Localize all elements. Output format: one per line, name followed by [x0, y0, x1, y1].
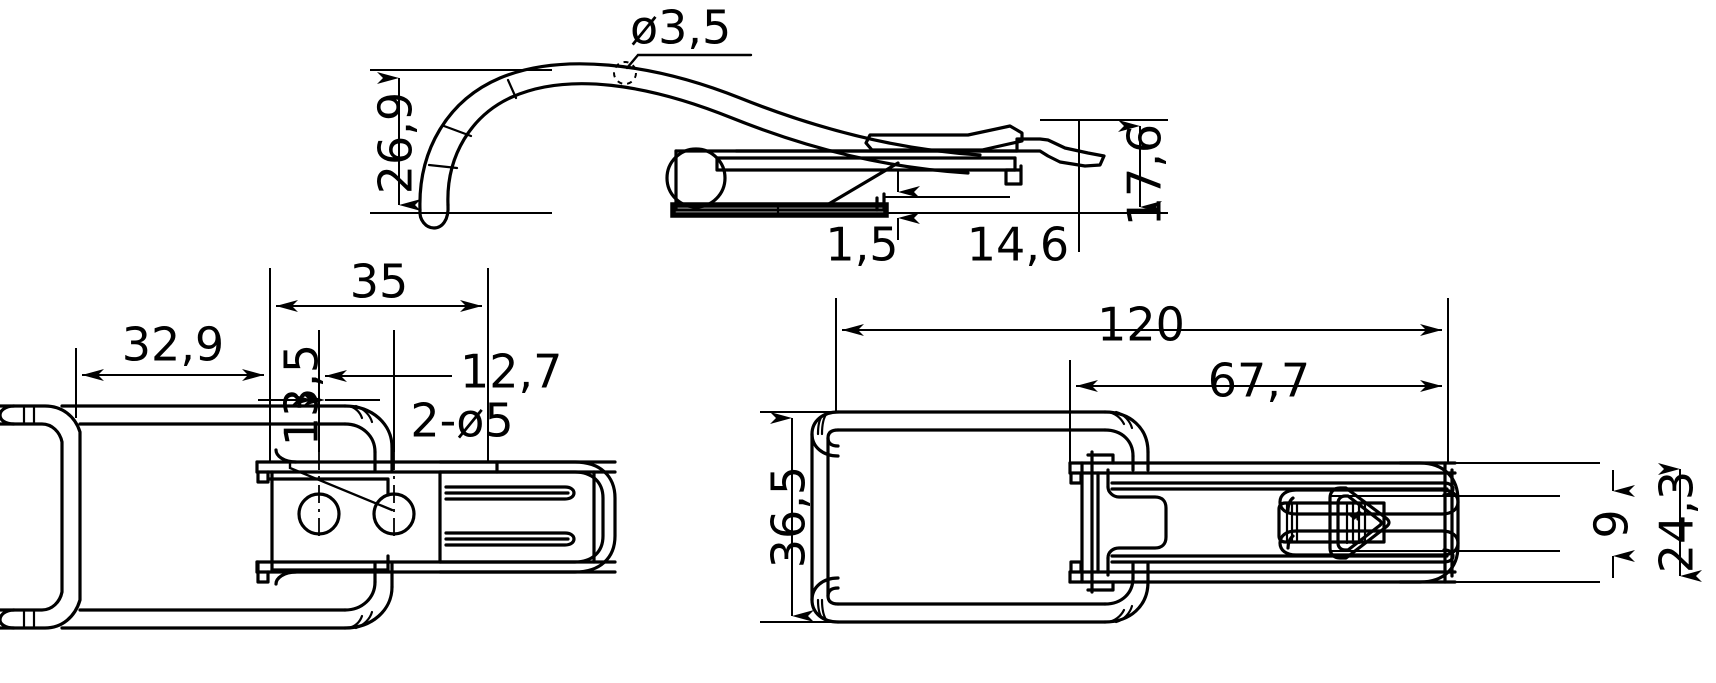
dim-17-6: 17,6 — [1040, 119, 1172, 226]
dim-label-32-9: 32,9 — [122, 318, 224, 372]
dim-26-9: 26,9 — [369, 69, 552, 214]
dim-label-67-7: 67,7 — [1208, 354, 1310, 408]
dim-label-24-3: 24,3 — [1650, 471, 1704, 573]
dim-label-26-9: 26,9 — [369, 92, 423, 194]
toggle-lever-grip — [1277, 486, 1460, 560]
dim-12-7: 12,7 — [318, 330, 562, 452]
toggle-handle-side — [864, 124, 1024, 152]
dim-label-36-5: 36,5 — [762, 466, 816, 568]
callout-2-dia-5: 2-ø5 — [288, 394, 514, 512]
mounting-holes — [297, 492, 416, 536]
wire-loop-plan — [0, 404, 394, 630]
dim-67-7: 67,7 — [1069, 298, 1449, 463]
dim-label-dia-3-5: ø3,5 — [630, 1, 731, 55]
dim-35: 35 — [269, 255, 489, 462]
latch-assembly-closed — [1068, 450, 1460, 594]
dim-label-2-dia-5: 2-ø5 — [410, 394, 513, 448]
dim-120: 120 — [790, 298, 1449, 463]
dim-label-12-7: 12,7 — [460, 345, 562, 399]
dim-label-1-5: 1,5 — [825, 218, 898, 272]
dim-1-5: 1,5 — [825, 170, 1085, 272]
side-elevation-view: 26,9 ø3,5 1,5 14,6 — [369, 1, 1172, 272]
dim-36-5: 36,5 — [760, 411, 845, 623]
plan-view-closed: 120 67,7 36,5 9 — [760, 298, 1704, 624]
wire-diameter-circle — [613, 61, 637, 85]
dim-label-17-6: 17,6 — [1118, 124, 1172, 226]
cover-plate-plan — [438, 460, 617, 574]
dim-label-35: 35 — [350, 255, 409, 309]
dim-label-120: 120 — [1097, 298, 1185, 352]
hook-catch-side — [1004, 137, 1106, 186]
dia-wire-leader — [625, 53, 753, 70]
dim-32-9: 32,9 — [75, 268, 271, 462]
dim-9: 9 — [1585, 470, 1639, 578]
chevron-head — [1328, 486, 1391, 560]
dim-label-13-5: 13,5 — [275, 344, 329, 446]
lower-roller — [1278, 529, 1460, 557]
dim-label-14-6: 14,6 — [967, 218, 1069, 272]
dim-24-3: 24,3 — [1650, 463, 1704, 582]
latch-plate-plan — [255, 448, 617, 586]
plan-view-open: 32,9 35 13,5 12,7 — [0, 255, 617, 630]
dim-label-9: 9 — [1585, 509, 1639, 538]
